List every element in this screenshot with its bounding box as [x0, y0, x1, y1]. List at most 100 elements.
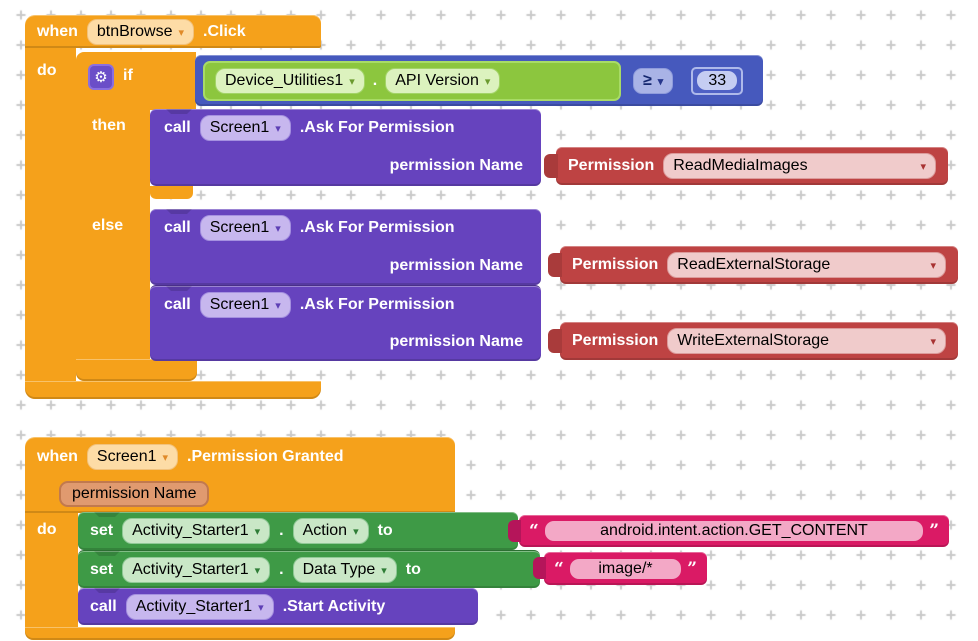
number-block[interactable]: 33: [691, 66, 744, 95]
dropdown-arrow-icon: [930, 331, 936, 351]
dropdown-value: ≥: [643, 71, 652, 89]
component-dropdown-screen1[interactable]: Screen1: [199, 215, 291, 241]
when-screen1-permission-granted-block[interactable]: when Screen1 .Permission Granted permiss…: [25, 437, 455, 513]
call-keyword: call: [164, 219, 191, 236]
param-label: permission Name: [389, 257, 523, 274]
dropdown-arrow-icon: [920, 156, 926, 176]
dropdown-arrow-icon: [178, 22, 184, 42]
left-plug: [548, 253, 562, 277]
text-string-block-image-wildcard[interactable]: “ image/* ”: [533, 552, 707, 585]
dropdown-value: Device_Utilities1: [225, 71, 344, 89]
number-value[interactable]: 33: [697, 70, 738, 90]
dropdown-value: Action: [302, 522, 348, 539]
statement-notch: [166, 209, 192, 214]
open-quote-icon: “: [554, 558, 564, 579]
dropdown-value: WriteExternalStorage: [677, 332, 830, 349]
dropdown-arrow-icon: [930, 255, 936, 275]
dropdown-arrow-icon: [275, 118, 281, 138]
statement-notch: [94, 512, 120, 517]
property-dropdown-data-type[interactable]: Data Type: [292, 556, 397, 583]
dropdown-arrow-icon: [349, 71, 355, 91]
to-label: to: [405, 560, 421, 578]
call-keyword: call: [90, 597, 117, 615]
operator-dropdown[interactable]: ≥: [633, 67, 674, 94]
property-dropdown-api-version[interactable]: API Version: [385, 67, 501, 94]
open-quote-icon: “: [529, 521, 539, 541]
if-block-spine[interactable]: [76, 109, 150, 361]
permission-writeexternalstorage-block[interactable]: Permission WriteExternalStorage: [548, 322, 958, 360]
component-dropdown-screen1[interactable]: Screen1: [86, 444, 179, 470]
dropdown-value: Activity_Starter1: [132, 560, 249, 578]
dropdown-value: Activity_Starter1: [132, 522, 249, 539]
event-name: .Click: [203, 22, 246, 40]
string-value[interactable]: image/*: [569, 558, 682, 579]
component-dropdown-activity-starter1[interactable]: Activity_Starter1: [122, 556, 271, 583]
when-block-spine[interactable]: [25, 47, 76, 383]
if-block-header[interactable]: ⚙ if: [76, 52, 196, 110]
text-string-block-get-content[interactable]: “ android.intent.action.GET_CONTENT ”: [508, 515, 949, 547]
event-parameter-permission-name[interactable]: permission Name: [59, 481, 210, 507]
dropdown-value: Screen1: [209, 119, 270, 136]
component-dropdown-activity-starter1[interactable]: Activity_Starter1: [122, 518, 271, 544]
if-block-footer: [76, 359, 197, 381]
param-label: permission Name: [389, 333, 523, 351]
close-quote-icon: ”: [929, 521, 939, 541]
method-name: .Ask For Permission: [299, 295, 455, 313]
component-dropdown-activity-starter1[interactable]: Activity_Starter1: [125, 593, 274, 620]
permission-dropdown-readmediaimages[interactable]: ReadMediaImages: [663, 153, 936, 179]
permission-label: Permission: [572, 256, 659, 273]
dropdown-value: Screen1: [209, 219, 270, 236]
component-dropdown-btnbrowse[interactable]: btnBrowse: [86, 18, 195, 45]
dropdown-arrow-icon: [255, 521, 261, 541]
call-ask-for-permission-block[interactable]: call Screen1 .Ask For Permission permiss…: [150, 109, 541, 186]
call-ask-for-permission-block[interactable]: call Screen1 .Ask For Permission permiss…: [150, 209, 541, 285]
property-getter-block[interactable]: Device_Utilities1 . API Version: [203, 60, 621, 101]
method-name: .Ask For Permission: [299, 119, 455, 136]
when-keyword: when: [37, 448, 78, 465]
dropdown-arrow-icon: [275, 218, 281, 238]
set-data-type-block[interactable]: set Activity_Starter1 . Data Type to: [78, 550, 540, 588]
dropdown-arrow-icon: [255, 560, 261, 580]
permission-readmediaimages-block[interactable]: Permission ReadMediaImages: [544, 147, 948, 185]
comparison-block[interactable]: Device_Utilities1 . API Version ≥ 33: [195, 55, 763, 106]
close-quote-icon: ”: [687, 558, 697, 579]
when-block-spine[interactable]: [25, 513, 78, 629]
statement-notch: [94, 551, 120, 556]
dropdown-arrow-icon: [658, 71, 664, 91]
dropdown-arrow-icon: [485, 71, 491, 91]
call-keyword: call: [164, 119, 191, 136]
dropdown-value: Data Type: [302, 560, 376, 578]
permission-label: Permission: [572, 332, 659, 349]
statement-notch: [166, 286, 192, 291]
do-label: do: [37, 62, 57, 79]
call-ask-for-permission-block[interactable]: call Screen1 .Ask For Permission permiss…: [150, 285, 541, 361]
left-plug: [533, 557, 546, 579]
permission-dropdown-writeexternalstorage[interactable]: WriteExternalStorage: [667, 328, 946, 354]
component-dropdown-screen1[interactable]: Screen1: [199, 115, 291, 141]
left-plug: [544, 154, 558, 178]
dropdown-value: Screen1: [96, 448, 157, 465]
permission-readexternalstorage-block[interactable]: Permission ReadExternalStorage: [548, 246, 958, 284]
dot-separator: .: [372, 71, 378, 89]
permission-dropdown-readexternalstorage[interactable]: ReadExternalStorage: [667, 252, 946, 278]
permission-label: Permission: [568, 157, 655, 174]
component-dropdown-screen1[interactable]: Screen1: [199, 291, 291, 318]
dropdown-value: btnBrowse: [96, 22, 173, 40]
string-value[interactable]: android.intent.action.GET_CONTENT: [544, 521, 924, 541]
dropdown-value: Screen1: [209, 295, 270, 313]
property-dropdown-action[interactable]: Action: [292, 518, 369, 544]
when-btnbrowse-click-block[interactable]: when btnBrowse .Click: [25, 15, 321, 48]
mutator-gear-icon[interactable]: ⚙: [88, 64, 114, 90]
when-block-footer: [25, 627, 455, 640]
set-action-block[interactable]: set Activity_Starter1 . Action to: [78, 512, 518, 550]
when-block-footer: [25, 381, 321, 399]
method-name: .Ask For Permission: [299, 219, 455, 236]
component-dropdown-device-utilities[interactable]: Device_Utilities1: [215, 67, 365, 94]
then-label: then: [92, 117, 126, 134]
to-label: to: [377, 522, 393, 539]
call-start-activity-block[interactable]: call Activity_Starter1 .Start Activity: [78, 588, 478, 625]
dropdown-arrow-icon: [162, 447, 168, 467]
dropdown-arrow-icon: [258, 597, 264, 617]
dropdown-value: ReadMediaImages: [673, 157, 808, 174]
